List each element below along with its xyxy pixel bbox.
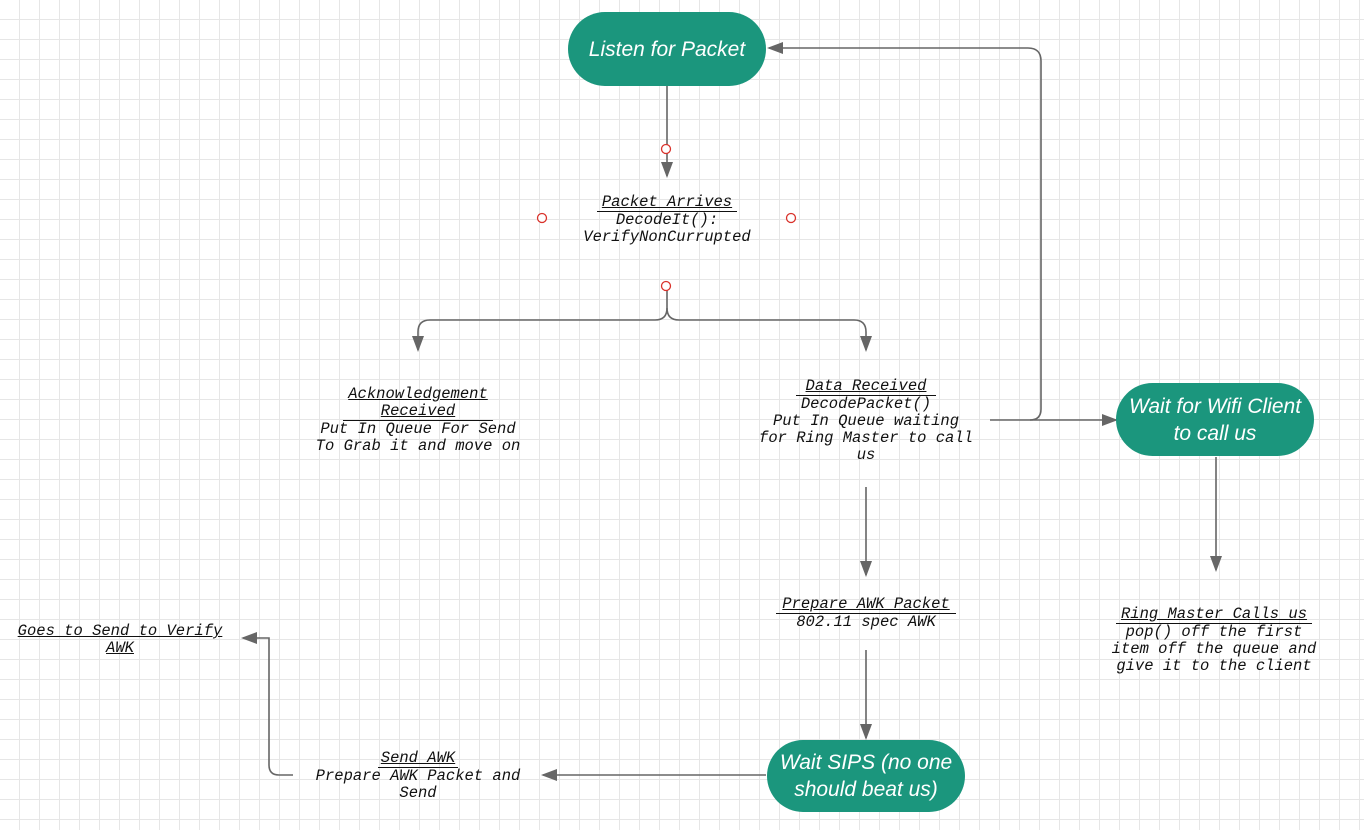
note-prepare-line1: 802.11 spec AWK: [796, 613, 936, 631]
note-send-awk-line1: Prepare AWK Packet and: [315, 767, 521, 785]
node-listen-for-packet[interactable]: Listen for Packet: [568, 12, 766, 86]
arrow-send-to-goes: [241, 632, 293, 776]
note-ring-master-line1: pop() off the first: [1125, 623, 1303, 641]
note-ack-title-2: Received: [380, 402, 456, 420]
note-ring-master-title: Ring Master Calls us: [1120, 605, 1308, 623]
note-ring-master-line3: give it to the client: [1116, 657, 1312, 675]
node-sips-label-2: should beat us): [794, 778, 938, 801]
note-packet-arrives[interactable]: Packet Arrives DecodeIt(): VerifyNonCurr…: [557, 194, 777, 246]
arrow-packet-to-ack: [412, 290, 668, 352]
node-sips-label-1: Wait SIPS (no one: [779, 751, 953, 774]
note-data-received[interactable]: Data Received DecodePacket() Put In Queu…: [746, 378, 986, 464]
note-packet-arrives-title: Packet Arrives: [601, 193, 733, 211]
note-send-awk-title: Send AWK: [380, 749, 456, 767]
note-data-line2: Put In Queue waiting: [772, 412, 960, 430]
note-ring-master[interactable]: Ring Master Calls us pop() off the first…: [1094, 606, 1334, 675]
node-wait-wifi-client[interactable]: Wait for Wifi Client to call us: [1116, 383, 1314, 456]
note-prepare-awk[interactable]: Prepare AWK Packet 802.11 spec AWK: [746, 596, 986, 631]
note-goes-to-send[interactable]: Goes to Send to Verify AWK: [2, 623, 238, 657]
node-wait-sips[interactable]: Wait SIPS (no one should beat us): [767, 740, 965, 812]
anchor-point-bottom[interactable]: [660, 280, 672, 292]
note-ack-received[interactable]: Acknowledgement Received Put In Queue Fo…: [298, 386, 538, 455]
note-packet-arrives-line1: DecodeIt():: [615, 211, 719, 229]
note-data-title: Data Received: [805, 377, 927, 395]
note-data-line3: for Ring Master to call: [759, 429, 973, 447]
note-goes-line1: Goes to Send to Verify: [17, 622, 223, 640]
anchor-point-left[interactable]: [536, 212, 548, 224]
arrow-packet-to-data: [666, 307, 872, 352]
note-packet-arrives-line2: VerifyNonCurrupted: [583, 228, 751, 246]
note-data-line1: DecodePacket(): [800, 395, 932, 413]
note-prepare-title: Prepare AWK Packet: [782, 595, 950, 613]
anchor-point-top[interactable]: [660, 143, 672, 155]
note-send-awk[interactable]: Send AWK Prepare AWK Packet and Send: [298, 750, 538, 802]
node-wifi-label-1: Wait for Wifi Client: [1128, 394, 1302, 418]
arrow-data-to-listen: [767, 42, 1042, 421]
note-ack-line1: Put In Queue For Send: [320, 420, 516, 438]
note-goes-line2: AWK: [106, 639, 134, 657]
note-send-awk-line2: Send: [399, 784, 437, 802]
node-listen-label: Listen for Packet: [588, 37, 746, 61]
note-data-line4: us: [856, 446, 876, 464]
note-ack-line2: To Grab it and move on: [315, 437, 521, 455]
anchor-point-right[interactable]: [785, 212, 797, 224]
node-wifi-label-2: to call us: [1173, 421, 1257, 445]
note-ring-master-line2: item off the queue and: [1111, 640, 1317, 658]
note-ack-title-1: Acknowledgement: [348, 385, 488, 403]
